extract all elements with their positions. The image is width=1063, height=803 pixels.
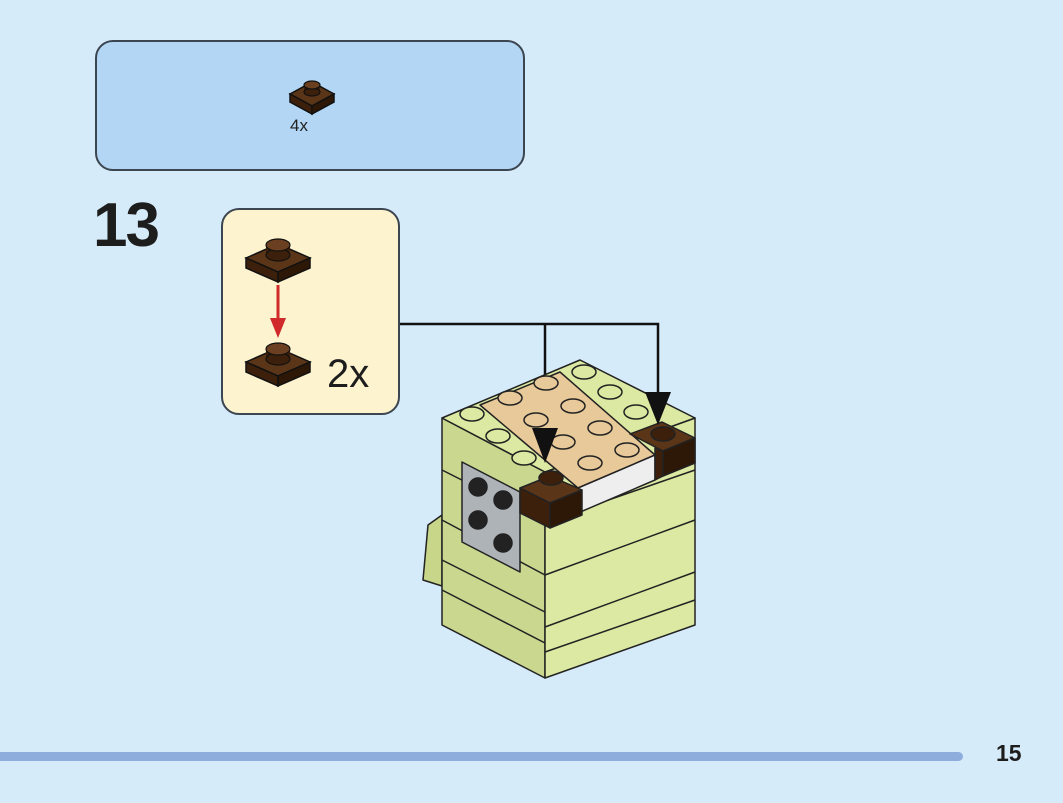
page-number: 15 [996,740,1022,766]
page-progress-line [0,752,963,761]
subassembly-quantity: 2x [327,352,370,396]
dark-brown-round-plates-stack-icon [244,238,312,388]
red-down-arrow-icon [270,285,286,338]
dark-brown-1x1-round-plate-icon [288,80,336,116]
placement-arrow-icon [532,392,671,463]
subassembly-box [221,208,400,415]
green-brick-model-icon [422,359,696,679]
step-number: 13 [93,191,160,260]
parts-quantity: 4x [290,116,308,135]
